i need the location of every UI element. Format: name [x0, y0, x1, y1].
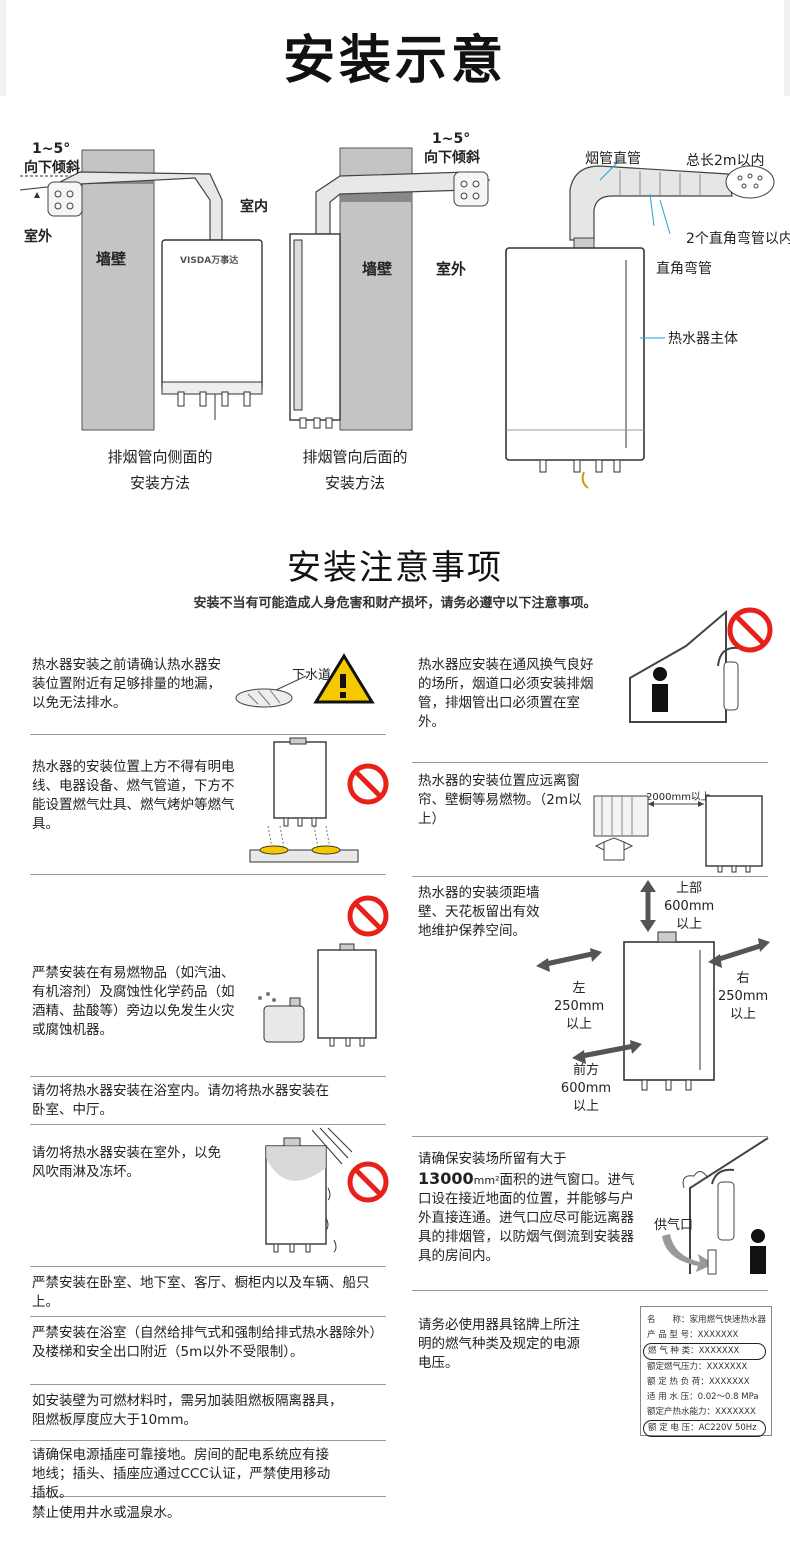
divider-l9	[30, 1496, 386, 1497]
diagram-heater-flue	[505, 159, 775, 489]
page-title: 安装示意	[282, 31, 507, 91]
clearance-front: 前方 600mm 以上	[556, 1062, 616, 1116]
drain-diagram	[235, 653, 375, 708]
clearance-left-note: 以上	[565, 1017, 592, 1032]
clearance-top-value: 600mm	[664, 899, 715, 914]
title-band-left	[0, 0, 6, 96]
mid-outdoor-label: 室外	[436, 260, 467, 278]
mid-tilt-range: 1~5°	[432, 131, 471, 147]
left-outdoor-label: 室外	[24, 229, 52, 245]
clearance-top: 上部 600mm 以上	[664, 880, 714, 934]
gas-appliance-diagram	[249, 737, 389, 863]
nameplate-row-capacity: 额定产热水能力：XXXXXXX	[647, 1407, 756, 1417]
clearance-right-value: 250mm	[718, 989, 769, 1004]
note-air-inlet: 请确保安装场所留有大于 13000mm²面积的进气窗口。进气口设在接近地面的位置，…	[418, 1150, 640, 1266]
clearance-diagram	[536, 880, 770, 1091]
divider-l8	[30, 1440, 386, 1441]
divider-l5	[30, 1266, 386, 1267]
note-bedroom-vehicles: 严禁安装在卧室、地下室、客厅、橱柜内以及车辆、船只上。	[32, 1275, 370, 1310]
note-above-below: 热水器的安装位置上方不得有明电线、电器设备、燃气管道，下方不能设置燃气灶具、燃气…	[32, 759, 235, 832]
caption-back-line1: 排烟管向后面的	[302, 448, 408, 466]
nameplate-row-voltage: 额 定 电 压：AC220V 50Hz	[643, 1420, 767, 1437]
nameplate: 名 称：家用燃气快速热水器 产 品 型 号：XXXXXXX 燃 气 种 类：XX…	[640, 1306, 772, 1437]
note-ventilation: 热水器应安装在通风换气良好的场所，烟道口必须安装排烟管，排烟管出口必须置在室外。	[418, 657, 594, 730]
caption-back-install: 排烟管向后面的 安装方法	[275, 444, 435, 496]
air-inlet-unit: mm²	[473, 1174, 500, 1187]
two-elbows-label: 2个直角弯管以内	[686, 231, 790, 247]
note-drainage: 热水器安装之前请确认热水器安装位置附近有足够排量的地漏，以免无法排水。	[32, 657, 221, 711]
air-inlet-label: 供气口	[654, 1218, 694, 1233]
note-nameplate: 请务必使用器具铭牌上所注明的燃气种类及规定的电源电压。	[418, 1317, 580, 1371]
nameplate-row-water-pressure: 适 用 水 压：0.02～0.8 MPa	[647, 1392, 759, 1402]
clearance-front-note: 以上	[572, 1099, 599, 1114]
distance-2000-label: 2000mm以上	[646, 792, 711, 803]
clearance-left: 左 250mm 以上	[554, 980, 604, 1034]
diagram-side-install	[19, 149, 263, 431]
note-flammables-distance: 热水器的安装位置应远离窗帘、壁橱等易燃物。（2m以上）	[418, 773, 582, 827]
caption-side-line2: 安装方法	[129, 474, 190, 492]
flue-pipe-label: 烟管直管	[585, 151, 641, 167]
divider-r1	[412, 762, 768, 763]
mid-wall-label: 墙壁	[362, 260, 393, 278]
curtain-distance-diagram	[593, 795, 763, 873]
air-inlet-diagram	[662, 1137, 769, 1275]
note-outdoor: 请勿将热水器安装在室外，以免风吹雨淋及冻坏。	[32, 1145, 221, 1180]
note-bathroom-stairs: 严禁安装在浴室（自然给排气式和强制给排式热水器除外）及楼梯和安全出口附近（5m以…	[32, 1325, 383, 1360]
nameplate-row-name: 名 称：家用燃气快速热水器	[647, 1315, 767, 1325]
clearance-front-value: 600mm	[560, 1081, 612, 1096]
note-chemicals: 严禁安装在有易燃物品（如汽油、有机溶剂）及腐蚀性化学药品（如酒精、盐酸等）旁边以…	[32, 965, 235, 1038]
outdoor-rain-diagram	[265, 1127, 389, 1253]
clearance-right-note: 以上	[729, 1007, 756, 1022]
left-indoor-label: 室内	[240, 199, 268, 215]
brand-logo: VISDA万事达	[180, 256, 239, 266]
left-tilt-range: 1~5°	[32, 141, 71, 157]
notes-subtitle: 安装不当有可能造成人身危害和财产损坏，请务必遵守以下注意事项。	[193, 596, 597, 611]
clearance-top-note: 以上	[676, 917, 703, 932]
drain-label: 下水道	[292, 668, 332, 683]
clearance-left-pos: 左	[572, 981, 586, 996]
air-inlet-area: 13000	[418, 1169, 474, 1188]
divider-l1	[30, 734, 386, 735]
divider-l7	[30, 1384, 386, 1385]
ventilation-diagram	[629, 607, 773, 723]
divider-r2	[412, 876, 768, 877]
heater-body-label: 热水器主体	[668, 331, 738, 347]
diagram-back-install	[289, 147, 491, 431]
caption-side-line1: 排烟管向侧面的	[107, 448, 213, 466]
nameplate-row-heat-load: 额 定 热 负 荷：XXXXXXX	[647, 1377, 750, 1387]
clearance-left-value: 250mm	[554, 999, 605, 1014]
note-combustible-wall: 如安装壁为可燃材料时，需另加装阻燃板隔离器具，阻燃板厚度应大于10mm。	[32, 1393, 343, 1428]
divider-r4	[412, 1290, 768, 1291]
elbow-label: 直角弯管	[656, 261, 712, 277]
total-length-label: 总长2m以内	[686, 153, 765, 169]
note-well-water: 禁止使用井水或温泉水。	[32, 1505, 181, 1521]
clearance-right: 右 250mm 以上	[718, 970, 768, 1024]
air-inlet-text-a: 请确保安装场所留有大于	[418, 1151, 567, 1167]
divider-l6	[30, 1316, 386, 1317]
title-band-right	[784, 0, 790, 96]
mid-tilt-label: 向下倾斜	[424, 150, 480, 166]
chemicals-diagram	[258, 895, 389, 1047]
nameplate-rows: 名 称：家用燃气快速热水器 产 品 型 号：XXXXXXX 燃 气 种 类：XX…	[643, 1313, 767, 1437]
note-bathroom-bedroom: 请勿将热水器安装在浴室内。请勿将热水器安装在卧室、中厅。	[32, 1083, 329, 1118]
air-inlet-text-b: 面积的进气窗口。进气口设在接近地面的位置，并能够与户外直接连通。进气口应尽可能远…	[418, 1172, 635, 1264]
divider-l4	[30, 1124, 386, 1125]
left-wall-label: 墙壁	[96, 250, 127, 268]
clearance-right-pos: 右	[736, 971, 750, 986]
divider-l3	[30, 1076, 386, 1077]
caption-back-line2: 安装方法	[324, 474, 385, 492]
notes-title: 安装注意事项	[287, 548, 503, 588]
left-tilt-label: 向下倾斜	[24, 160, 80, 176]
caption-side-install: 排烟管向侧面的 安装方法	[80, 444, 240, 496]
divider-r3	[412, 1136, 768, 1137]
note-power-grounding: 请确保电源插座可靠接地。房间的配电系统应有接地线；插头、插座应通过CCC认证，严…	[32, 1447, 331, 1501]
nameplate-row-gas-pressure: 额定燃气压力：XXXXXXX	[647, 1362, 748, 1372]
divider-l2	[30, 874, 386, 875]
nameplate-row-gas-type: 燃 气 种 类：XXXXXXX	[643, 1343, 767, 1360]
clearance-top-pos: 上部	[676, 881, 703, 896]
nameplate-row-model: 产 品 型 号：XXXXXXX	[647, 1330, 739, 1340]
clearance-front-pos: 前方	[572, 1063, 599, 1078]
note-clearance: 热水器的安装须距墙壁、天花板留出有效地维护保养空间。	[418, 885, 540, 939]
